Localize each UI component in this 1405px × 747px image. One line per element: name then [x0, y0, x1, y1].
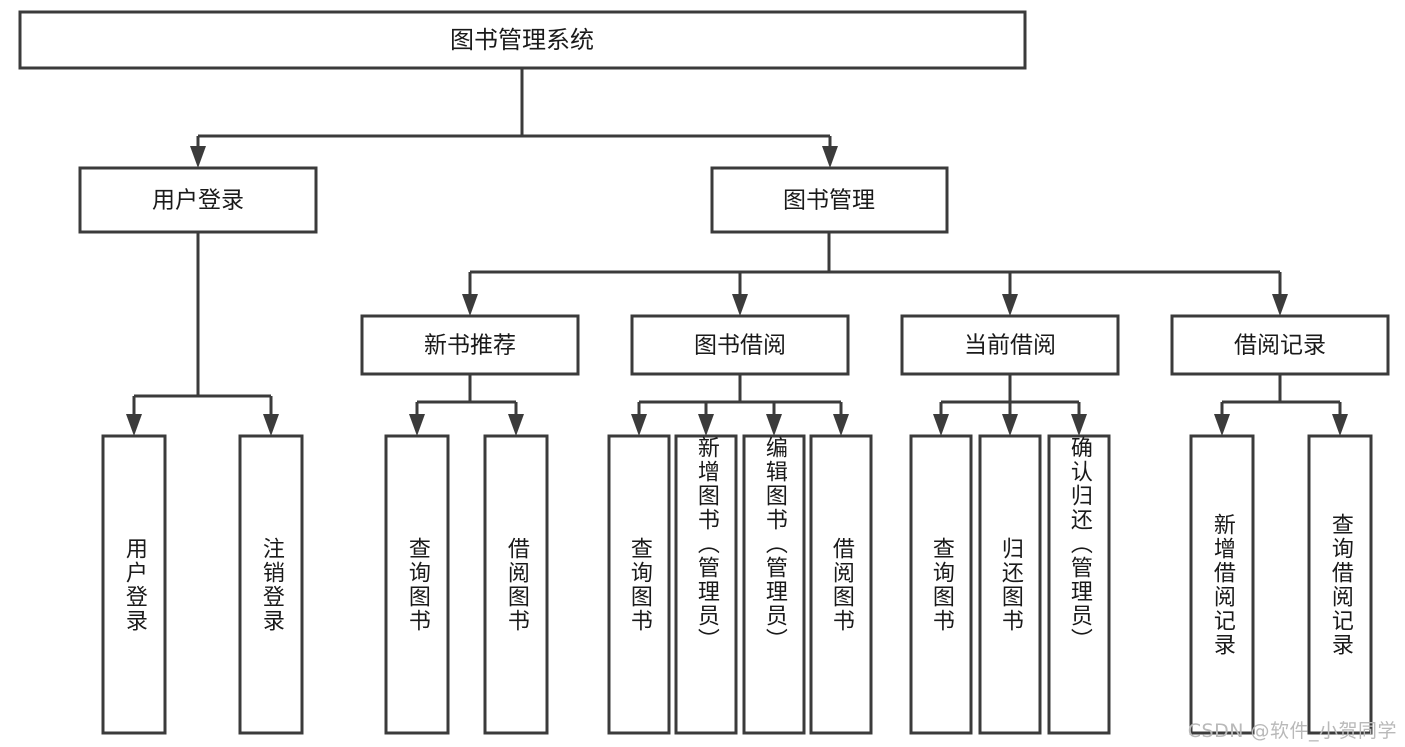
connectors-borrow-record-to-leaves [1214, 374, 1348, 436]
arrow-head-icon [263, 414, 279, 436]
leaf-boxes-borrow-record [1189, 434, 1373, 735]
arrow-head-icon [631, 414, 647, 436]
node-root[interactable]: 图书管理系统 [18, 10, 1027, 70]
node-borrow-record[interactable]: 借阅记录 [1170, 314, 1390, 376]
arrow-head-icon [1332, 414, 1348, 436]
current-borrow-label: 当前借阅 [964, 333, 1056, 359]
leaf-box-confirm-return[interactable] [1047, 434, 1111, 735]
leaf-box-borrow-book-new[interactable] [483, 434, 549, 735]
node-user-login[interactable]: 用户登录 [78, 166, 318, 234]
arrow-head-icon [126, 414, 142, 436]
leaf-box-user-login[interactable] [101, 434, 167, 735]
connectors-current-borrow-to-leaves [933, 374, 1087, 436]
book-management-label: 图书管理 [783, 188, 875, 214]
borrow-record-box[interactable] [1170, 314, 1390, 376]
arrow-head-icon [833, 414, 849, 436]
node-book-borrow[interactable]: 图书借阅 [630, 314, 850, 376]
arrow-head-icon [766, 414, 782, 436]
arrow-head-icon [462, 294, 478, 316]
root-label: 图书管理系统 [450, 26, 594, 54]
connectors-root-to-level2 [190, 68, 838, 168]
leaf-boxes-user-login [101, 434, 304, 735]
leaf-boxes-current-borrow [909, 434, 1111, 735]
leaf-box-logout[interactable] [238, 434, 304, 735]
user-login-box[interactable] [78, 166, 318, 234]
leaf-boxes-new-book [384, 434, 549, 735]
arrow-head-icon [1272, 294, 1288, 316]
new-book-recommend-label: 新书推荐 [424, 333, 516, 359]
leaf-box-query-record[interactable] [1307, 434, 1373, 735]
arrow-head-icon [1071, 414, 1087, 436]
new-book-recommend-box[interactable] [360, 314, 580, 376]
leaf-box-add-record[interactable] [1189, 434, 1255, 735]
arrow-head-icon [933, 414, 949, 436]
book-borrow-box[interactable] [630, 314, 850, 376]
connectors-new-book-to-leaves [409, 374, 524, 436]
user-login-label: 用户登录 [152, 188, 244, 214]
arrow-head-icon [1214, 414, 1230, 436]
connectors-user-login-to-leaves [126, 232, 279, 436]
leaf-boxes-book-borrow [607, 434, 873, 735]
node-new-book-recommend[interactable]: 新书推荐 [360, 314, 580, 376]
leaf-box-add-book[interactable] [674, 434, 738, 735]
connectors-book-mgmt-to-level3 [462, 232, 1288, 316]
arrow-head-icon [1002, 414, 1018, 436]
current-borrow-box[interactable] [900, 314, 1120, 376]
leaf-box-query-book-borrow[interactable] [607, 434, 671, 735]
arrow-head-icon [190, 146, 206, 168]
root-box[interactable] [18, 10, 1027, 70]
node-current-borrow[interactable]: 当前借阅 [900, 314, 1120, 376]
book-borrow-label: 图书借阅 [694, 333, 786, 359]
arrow-head-icon [698, 414, 714, 436]
leaf-box-return-book[interactable] [978, 434, 1042, 735]
arrow-head-icon [732, 294, 748, 316]
watermark-text: CSDN @软件_小贺同学 [1187, 720, 1397, 742]
leaf-box-query-book-current[interactable] [909, 434, 973, 735]
leaf-box-edit-book[interactable] [742, 434, 806, 735]
leaf-box-query-book-new[interactable] [384, 434, 450, 735]
book-management-box[interactable] [710, 166, 949, 234]
arrow-head-icon [1002, 294, 1018, 316]
borrow-record-label: 借阅记录 [1234, 333, 1326, 359]
arrow-head-icon [409, 414, 425, 436]
arrow-head-icon [822, 146, 838, 168]
arrow-head-icon [508, 414, 524, 436]
connectors-book-borrow-to-leaves [631, 374, 849, 436]
node-book-management[interactable]: 图书管理 [710, 166, 949, 234]
leaf-box-borrow-book[interactable] [809, 434, 873, 735]
